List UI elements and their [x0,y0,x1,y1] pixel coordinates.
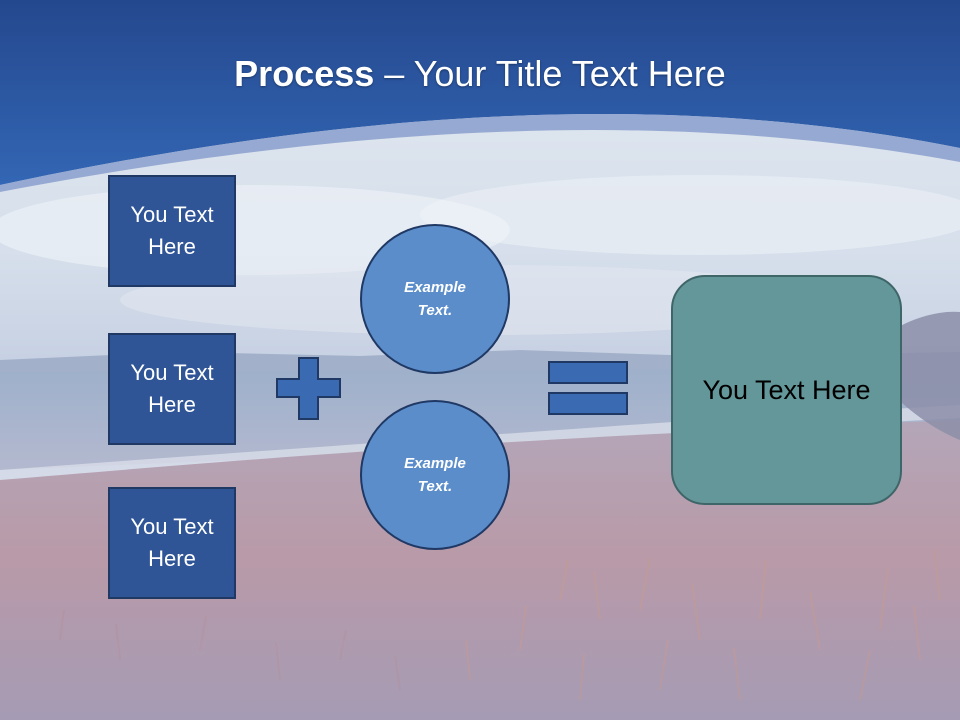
title-bold-text: Process [234,53,375,94]
title-rest-text: – Your Title Text Here [374,53,726,94]
example-circle-1[interactable]: Example Text. [360,224,510,374]
result-box[interactable]: You Text Here [671,275,902,505]
equals-icon[interactable] [548,361,630,417]
slide-title: Process – Your Title Text Here [0,52,960,96]
plus-icon[interactable] [276,357,342,421]
text-box-3[interactable]: You Text Here [108,487,236,599]
text-box-2[interactable]: You Text Here [108,333,236,445]
example-circle-2[interactable]: Example Text. [360,400,510,550]
text-box-1[interactable]: You Text Here [108,175,236,287]
